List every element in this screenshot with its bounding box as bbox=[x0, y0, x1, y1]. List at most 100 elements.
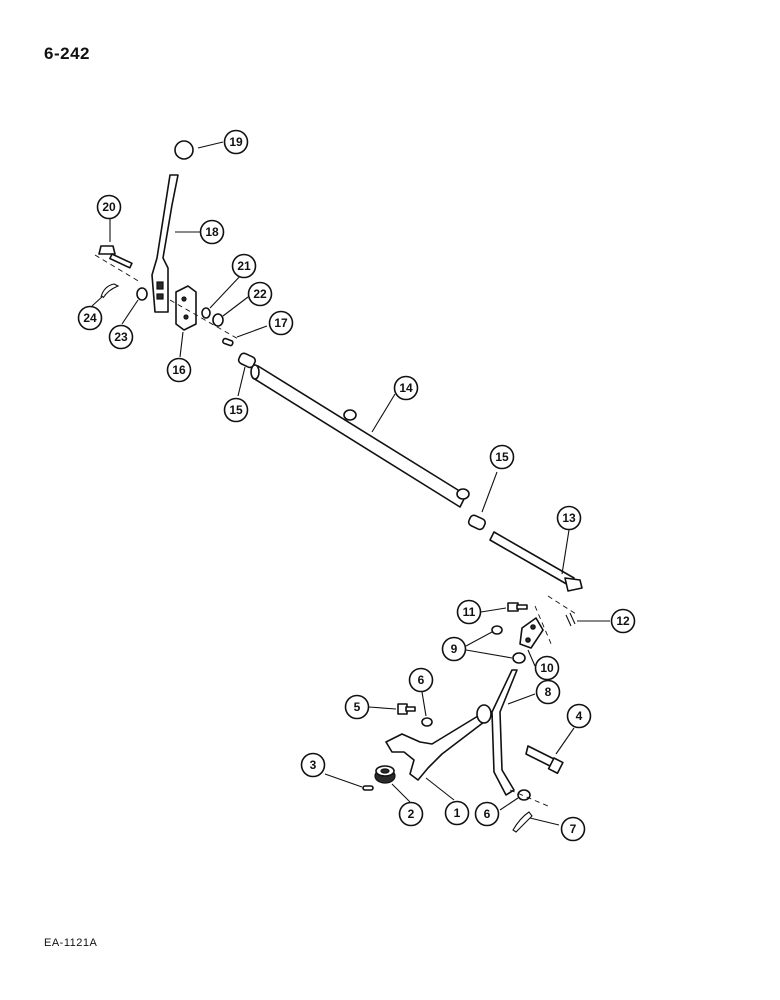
callout-number: 14 bbox=[399, 381, 413, 395]
part-bolt-shank bbox=[516, 604, 528, 610]
part-block-hole bbox=[183, 314, 189, 320]
callout-number: 19 bbox=[229, 135, 243, 149]
callout-bubble bbox=[408, 667, 434, 693]
callout-22: 22 bbox=[247, 281, 273, 307]
callout-14: 14 bbox=[393, 375, 419, 401]
callout-bubble bbox=[300, 752, 326, 778]
leader-24 bbox=[91, 295, 104, 307]
part-fork-hub bbox=[476, 704, 492, 724]
part-lever-slot bbox=[156, 281, 164, 290]
callout-number: 15 bbox=[229, 403, 243, 417]
part-bushing bbox=[237, 352, 256, 369]
callout-bubble bbox=[566, 703, 592, 729]
leader-23 bbox=[121, 299, 139, 325]
part-nut bbox=[491, 625, 503, 635]
leader-17 bbox=[236, 325, 268, 338]
callout-number: 17 bbox=[274, 316, 288, 330]
callout-5: 5 bbox=[344, 694, 370, 720]
part-shift-fork bbox=[385, 715, 485, 781]
part-shaft-end bbox=[250, 364, 260, 380]
leader-16 bbox=[179, 331, 184, 358]
callout-bubble bbox=[610, 608, 636, 634]
part-bolt-head bbox=[547, 757, 564, 775]
callout-number: 1 bbox=[454, 806, 461, 820]
part-nut bbox=[212, 313, 224, 327]
callout-bubble bbox=[199, 219, 225, 245]
callout-2: 2 bbox=[398, 801, 424, 827]
part-nut bbox=[512, 652, 526, 664]
leader-7 bbox=[529, 817, 560, 826]
part-washer bbox=[517, 789, 531, 801]
part-grommet bbox=[380, 768, 390, 774]
callout-bubble bbox=[398, 801, 424, 827]
part-link-hole bbox=[525, 637, 531, 643]
part-washer bbox=[421, 717, 433, 727]
callout-number: 16 bbox=[172, 363, 186, 377]
callout-bubble bbox=[560, 816, 586, 842]
callout-1: 1 bbox=[444, 800, 470, 826]
leader-15a bbox=[237, 366, 246, 397]
part-cotter-pin bbox=[512, 811, 533, 833]
callout-bubble bbox=[556, 505, 582, 531]
callout-bubble bbox=[96, 194, 122, 220]
callout-number: 13 bbox=[562, 511, 576, 525]
leader-4 bbox=[555, 727, 575, 755]
part-shaft-boss bbox=[456, 488, 470, 500]
callout-number: 12 bbox=[616, 614, 630, 628]
callout-bubble bbox=[108, 324, 134, 350]
callout-12: 12 bbox=[610, 608, 636, 634]
callout-bubble bbox=[166, 357, 192, 383]
callout-number: 11 bbox=[463, 605, 476, 619]
callout-bubble bbox=[456, 599, 482, 625]
callout-number: 4 bbox=[576, 709, 583, 723]
callout-18: 18 bbox=[199, 219, 225, 245]
part-block-hole bbox=[181, 296, 187, 302]
callout-number: 7 bbox=[570, 822, 577, 836]
leader-15b bbox=[481, 471, 498, 513]
callout-10: 10 bbox=[534, 655, 560, 681]
part-link bbox=[519, 617, 544, 649]
callout-number: 24 bbox=[83, 311, 97, 325]
callout-number: 8 bbox=[545, 685, 552, 699]
part-cotter-pin bbox=[565, 612, 576, 627]
part-shift-lever bbox=[151, 174, 179, 313]
leader-5 bbox=[368, 706, 397, 710]
callout-number: 10 bbox=[540, 661, 554, 675]
part-block bbox=[175, 285, 197, 331]
callout-bubble bbox=[489, 444, 515, 470]
part-link-hole bbox=[530, 624, 536, 630]
leader-9b bbox=[465, 649, 513, 659]
leader-1 bbox=[425, 777, 455, 801]
leader-14 bbox=[371, 393, 396, 433]
part-knob bbox=[174, 140, 194, 160]
callout-16: 16 bbox=[166, 357, 192, 383]
part-shift-shaft bbox=[252, 365, 467, 508]
callout-number: 22 bbox=[253, 287, 267, 301]
callout-7: 7 bbox=[560, 816, 586, 842]
callout-number: 9 bbox=[451, 642, 458, 656]
parts-drawing bbox=[94, 140, 583, 833]
leader-9a bbox=[465, 631, 493, 647]
callout-bubble bbox=[534, 655, 560, 681]
leader-11 bbox=[480, 607, 507, 613]
callout-bubble bbox=[441, 636, 467, 662]
callout-21: 21 bbox=[231, 253, 257, 279]
part-clip bbox=[100, 283, 120, 299]
callout-number: 2 bbox=[408, 807, 415, 821]
callouts: 19 18 20 24 23 16 21 22 17 15 14 15 13 1… bbox=[77, 129, 636, 842]
callout-17: 17 bbox=[268, 310, 294, 336]
callout-number: 21 bbox=[237, 259, 251, 273]
callout-bubble bbox=[231, 253, 257, 279]
callout-15-upper: 15 bbox=[223, 397, 249, 423]
leader-13 bbox=[561, 529, 570, 575]
callout-11: 11 bbox=[456, 599, 482, 625]
leader-10 bbox=[527, 649, 536, 667]
leader-19 bbox=[197, 141, 224, 149]
callout-number: 15 bbox=[495, 450, 509, 464]
callout-3: 3 bbox=[300, 752, 326, 778]
part-control-rod bbox=[491, 669, 518, 796]
callout-number: 18 bbox=[205, 225, 219, 239]
part-pin bbox=[222, 337, 234, 347]
callout-15-lower: 15 bbox=[489, 444, 515, 470]
